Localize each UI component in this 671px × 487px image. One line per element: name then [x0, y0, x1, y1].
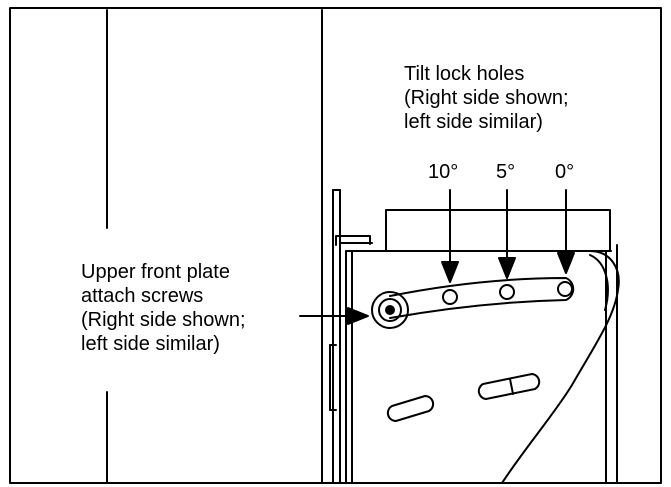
screw-label-line4: left side similar) [81, 333, 220, 355]
bracket-lip [335, 235, 371, 246]
tilt-lock-label-line3: left side similar) [404, 111, 543, 133]
arrow-to-hole-5 [498, 189, 516, 279]
top-housing [385, 209, 611, 251]
tilt-lock-label-line1: Tilt lock holes [404, 63, 525, 85]
side-plate-inner-curve [589, 254, 609, 311]
tilt-lock-hole-5 [499, 284, 515, 300]
attach-screws-label: Upper front plate attach screws (Right s… [81, 260, 246, 356]
tilt-lock-holes-label: Tilt lock holes (Right side shown; left … [404, 62, 569, 134]
arrow-to-hole-10 [441, 189, 459, 283]
screw-label-line2: attach screws [81, 285, 204, 307]
lower-slot-left [386, 394, 435, 423]
screw-label-line1: Upper front plate [81, 261, 230, 283]
lower-slot-right-mark [509, 378, 514, 395]
angle-label-0: 0° [555, 161, 575, 183]
arrow-to-screw [299, 307, 369, 325]
side-plate-outline [345, 250, 620, 484]
tilt-lock-slot [389, 277, 575, 319]
tilt-lock-hole-10 [442, 289, 458, 305]
angle-label-10: 10° [428, 161, 459, 183]
angle-label-5: 5° [496, 161, 516, 183]
screw-label-line3: (Right side shown; [81, 309, 246, 331]
tilt-lock-label-line2: (Right side shown; [404, 87, 569, 109]
tilt-lock-hole-0 [557, 281, 573, 297]
lower-slot-right [477, 373, 541, 400]
figure-frame [9, 7, 662, 484]
attach-screw-center [385, 305, 395, 315]
attach-screw-middle [378, 298, 402, 322]
attach-screw-outer [371, 291, 409, 329]
arrow-to-hole-0 [557, 189, 575, 274]
